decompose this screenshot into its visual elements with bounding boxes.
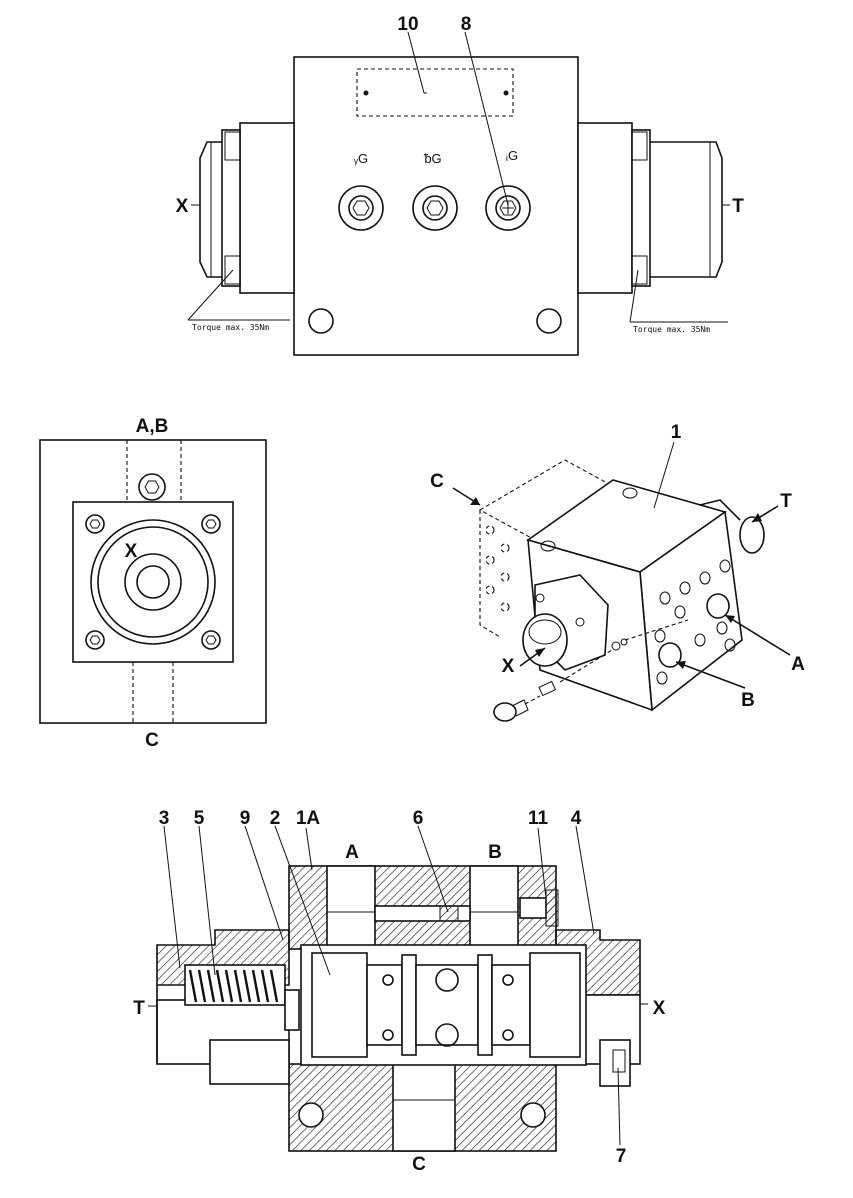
left-cover bbox=[199, 122, 295, 294]
torque-right-leader bbox=[629, 269, 639, 323]
section-port-t: T bbox=[133, 998, 145, 1019]
iso-plug bbox=[493, 702, 517, 722]
iso-port-b bbox=[658, 642, 682, 668]
section-port-a-label: A bbox=[345, 842, 359, 863]
gauge-port-1 bbox=[338, 185, 384, 231]
section-callout-3: 3 bbox=[159, 808, 170, 829]
section-callout-1a: 1A bbox=[296, 808, 321, 829]
mount-hole-left bbox=[308, 308, 334, 334]
port-mark-2: ᵬG bbox=[423, 151, 441, 166]
iso-port-x bbox=[522, 613, 568, 667]
section-port-a bbox=[326, 865, 376, 947]
gauge-port-2 bbox=[412, 185, 458, 231]
top-view: 10 8 ᵧG ᵬG ᵢG bbox=[176, 14, 744, 356]
section-callout-2: 2 bbox=[270, 808, 281, 829]
gauge-port-3 bbox=[485, 185, 531, 231]
section-port-x: X bbox=[653, 998, 666, 1019]
section-port-c-label: C bbox=[412, 1154, 426, 1175]
side-flange-outer bbox=[90, 519, 216, 645]
iso-callout-a: A bbox=[791, 654, 805, 675]
section-view: T X A B C 3 5 9 2 1A 6 11 4 7 bbox=[133, 808, 665, 1175]
port-x-top: X bbox=[176, 196, 189, 217]
side-cover-plate bbox=[72, 501, 234, 663]
port-mark-1: ᵧG bbox=[353, 151, 368, 166]
iso-callout-c: C bbox=[430, 471, 444, 492]
section-callout-5: 5 bbox=[194, 808, 205, 829]
callout-10: 10 bbox=[397, 14, 418, 35]
section-callout-11: 11 bbox=[528, 808, 549, 829]
nameplate-rivet-right bbox=[503, 90, 509, 96]
section-port-b-label: B bbox=[488, 842, 502, 863]
section-port-b bbox=[469, 865, 519, 947]
side-label-ab: A,B bbox=[136, 416, 169, 437]
iso-callout-t: T bbox=[780, 491, 792, 512]
side-label-x: X bbox=[125, 541, 138, 562]
iso-callout-x: X bbox=[502, 656, 515, 677]
iso-view: 1 C T X A B bbox=[430, 422, 805, 722]
section-callout-6: 6 bbox=[413, 808, 424, 829]
side-view: A,B X C bbox=[39, 416, 267, 751]
section-callout-9: 9 bbox=[240, 808, 251, 829]
port-t-top: T bbox=[732, 196, 744, 217]
callout-8: 8 bbox=[461, 14, 472, 35]
iso-port-t-cap bbox=[739, 516, 765, 554]
side-port-x bbox=[124, 553, 182, 611]
right-cover bbox=[577, 122, 723, 294]
mount-hole-right bbox=[536, 308, 562, 334]
nameplate bbox=[356, 68, 514, 117]
torque-right-label: Torque max. 35Nm bbox=[633, 325, 710, 334]
port-mark-3: ᵢG bbox=[506, 148, 518, 163]
section-spool bbox=[300, 944, 587, 1066]
torque-left-label: Torque max. 35Nm bbox=[192, 323, 269, 332]
section-callout-4: 4 bbox=[571, 808, 582, 829]
section-port-c bbox=[392, 1063, 456, 1152]
callout-10-leader bbox=[407, 31, 425, 94]
iso-callout-b: B bbox=[741, 690, 755, 711]
top-main-block bbox=[293, 56, 579, 356]
torque-left-leader bbox=[187, 269, 234, 321]
iso-callout-1: 1 bbox=[671, 422, 682, 443]
section-callout-7: 7 bbox=[616, 1146, 627, 1167]
side-port-plug bbox=[138, 473, 166, 501]
section-spring bbox=[184, 964, 286, 1006]
side-label-c: C bbox=[145, 730, 159, 751]
callout-8-leader bbox=[464, 31, 509, 206]
nameplate-rivet-left bbox=[363, 90, 369, 96]
iso-port-a bbox=[706, 593, 730, 619]
